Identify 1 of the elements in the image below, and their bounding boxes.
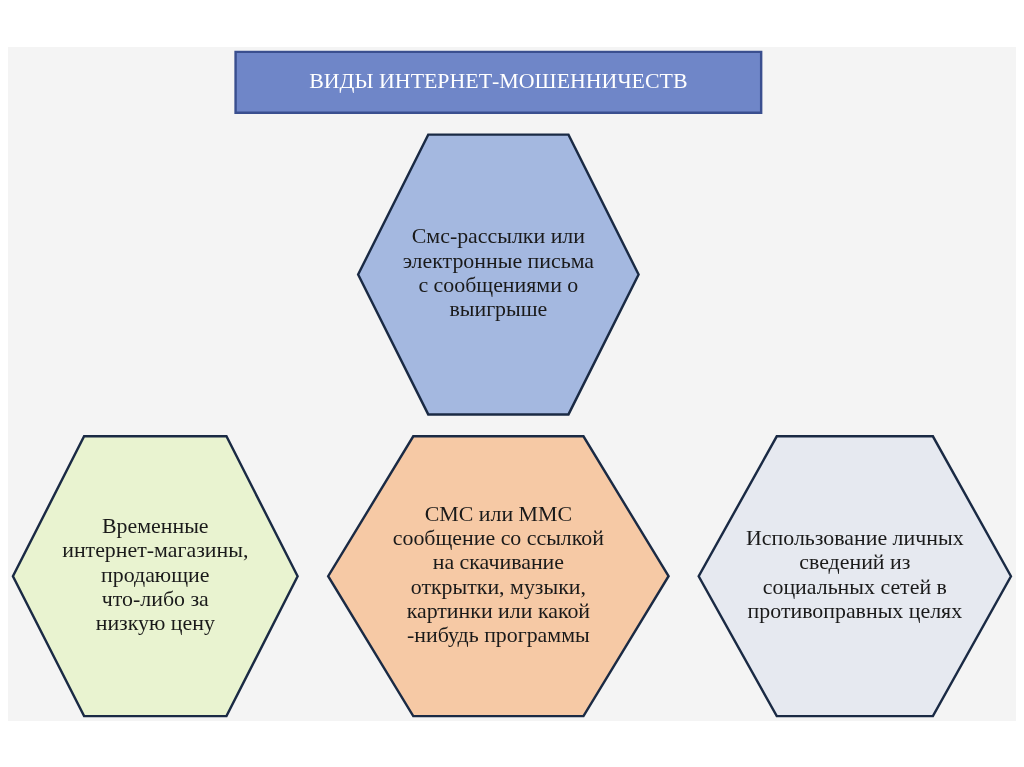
- node-box: ВИДЫ ИНТЕРНЕТ-МОШЕННИЧЕСТВ: [234, 50, 763, 114]
